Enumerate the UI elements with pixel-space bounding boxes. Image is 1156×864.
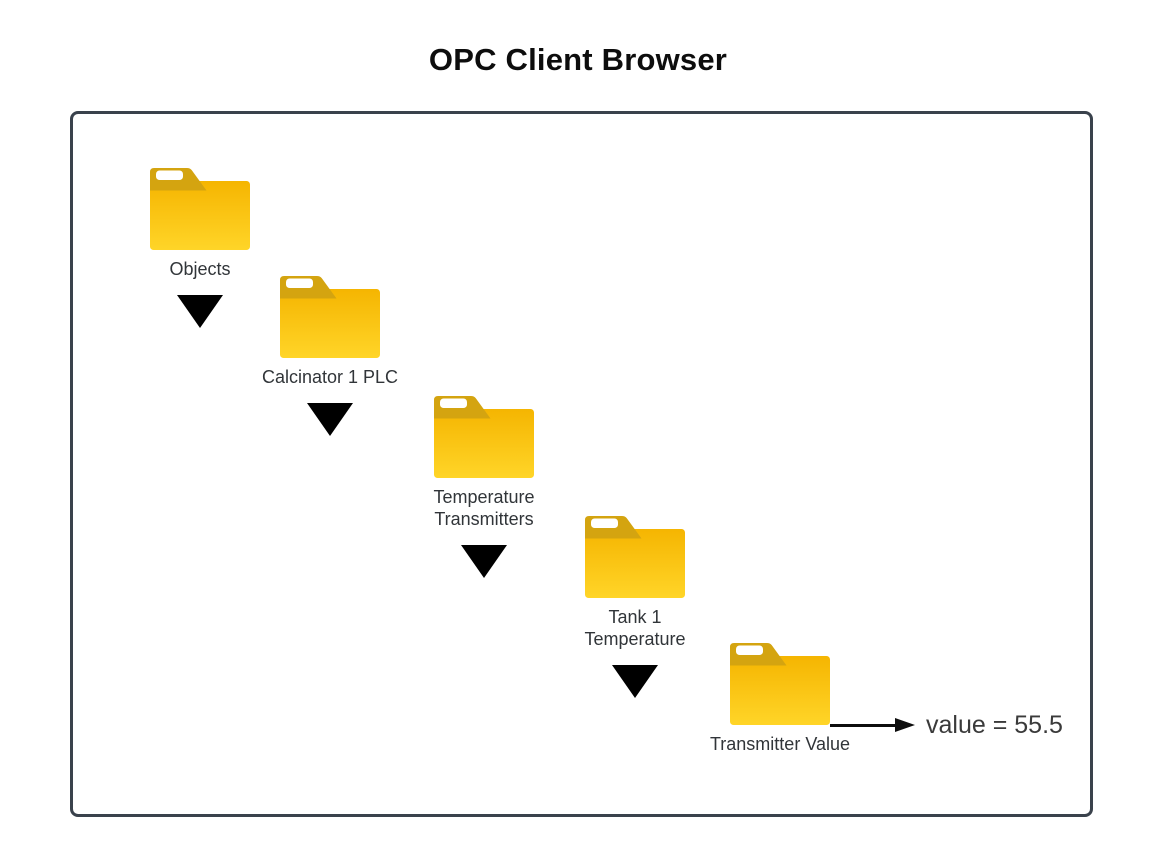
tree-node-temperature-transmitters: Temperature Transmitters xyxy=(399,393,569,578)
diagram-title: OPC Client Browser xyxy=(428,42,728,77)
node-label: Objects xyxy=(169,259,231,279)
node-label: Tank 1 Temperature xyxy=(584,607,686,649)
browser-frame: Objects Calcinator 1 PLC Temperature Tra… xyxy=(70,111,1093,817)
folder-icon xyxy=(280,276,380,358)
folder-icon xyxy=(434,396,534,478)
tree-node-tank-1-temperature: Tank 1 Temperature xyxy=(550,513,720,698)
tree-node-objects: Objects xyxy=(115,165,285,328)
node-label: Calcinator 1 PLC xyxy=(261,367,399,387)
node-label: Temperature Transmitters xyxy=(433,487,535,529)
value-arrow-line xyxy=(830,724,897,727)
tree-node-calcinator-1-plc: Calcinator 1 PLC xyxy=(245,273,415,436)
folder-icon xyxy=(730,643,830,725)
node-label: Transmitter Value xyxy=(709,734,851,754)
folder-icon xyxy=(585,516,685,598)
folder-icon xyxy=(150,168,250,250)
expand-arrow-icon xyxy=(307,403,353,436)
tree-node-transmitter-value: Transmitter Value xyxy=(695,640,865,755)
value-text: value = 55.5 xyxy=(926,711,1063,739)
expand-arrow-icon xyxy=(612,665,658,698)
expand-arrow-icon xyxy=(177,295,223,328)
value-arrow-head-icon xyxy=(895,718,915,732)
expand-arrow-icon xyxy=(461,545,507,578)
